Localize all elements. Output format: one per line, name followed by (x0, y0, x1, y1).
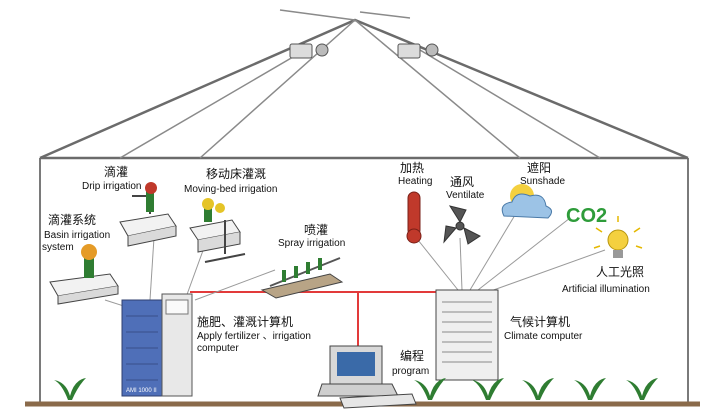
climate-computer-panel (435, 289, 499, 381)
climate-label-en: Climate computer (504, 331, 583, 342)
basin-label-en2: system (42, 242, 74, 253)
shade-label-en: Sunshade (520, 176, 566, 187)
ventilation-fan-icon (443, 205, 481, 245)
drip-label-en: Drip irrigation (82, 181, 142, 192)
program-label-en: program (392, 366, 430, 377)
light-label-zh: 人工光照 (596, 265, 645, 279)
programming-workstation (317, 345, 417, 409)
cabinet-label: AMI 1000 II (126, 388, 157, 394)
heating-label-en: Heating (398, 176, 433, 187)
drip-irrigation-bench (119, 182, 177, 247)
co2-icon: CO2 (566, 205, 607, 227)
heating-label-zh: 加热 (400, 161, 425, 175)
ground-plants (54, 378, 658, 400)
fert-label-en1: Apply fertilizer 、irrigation (197, 331, 311, 342)
fertilizer-irrigation-cabinet (121, 293, 193, 397)
fert-label-en2: computer (197, 343, 239, 354)
vent-label-zh: 通风 (450, 175, 475, 189)
light-bulb-icon (593, 216, 643, 258)
heater-icon (406, 191, 422, 244)
program-label-zh: 编程 (400, 349, 425, 363)
sunshade-cloud-icon (501, 184, 552, 219)
moving-bed-irrigation (189, 198, 246, 263)
vent-label-en: Ventilate (446, 190, 485, 201)
shade-label-zh: 遮阳 (527, 161, 552, 175)
control-network (190, 291, 440, 346)
spray-label-en: Spray irrigation (278, 238, 346, 249)
basin-label-en1: Basin irrigation (44, 230, 111, 241)
spray-irrigation-bed (260, 257, 344, 299)
vent-motors (289, 43, 439, 59)
moving-label-zh: 移动床灌溉 (206, 167, 267, 181)
spray-label-zh: 喷灌 (304, 223, 329, 237)
roof-truss (119, 9, 601, 159)
fert-label-zh: 施肥、灌溉计算机 (197, 315, 294, 329)
climate-label-zh: 气候计算机 (510, 315, 571, 329)
connector-lines (104, 214, 606, 309)
basin-irrigation-table (49, 244, 119, 305)
light-label-en: Artificial illumination (562, 284, 650, 295)
drip-label-zh: 滴灌 (104, 165, 129, 179)
svg-text:CO2: CO2 (566, 205, 607, 227)
moving-label-en: Moving-bed irrigation (184, 184, 278, 195)
basin-label-zh: 滴灌系统 (48, 213, 97, 227)
